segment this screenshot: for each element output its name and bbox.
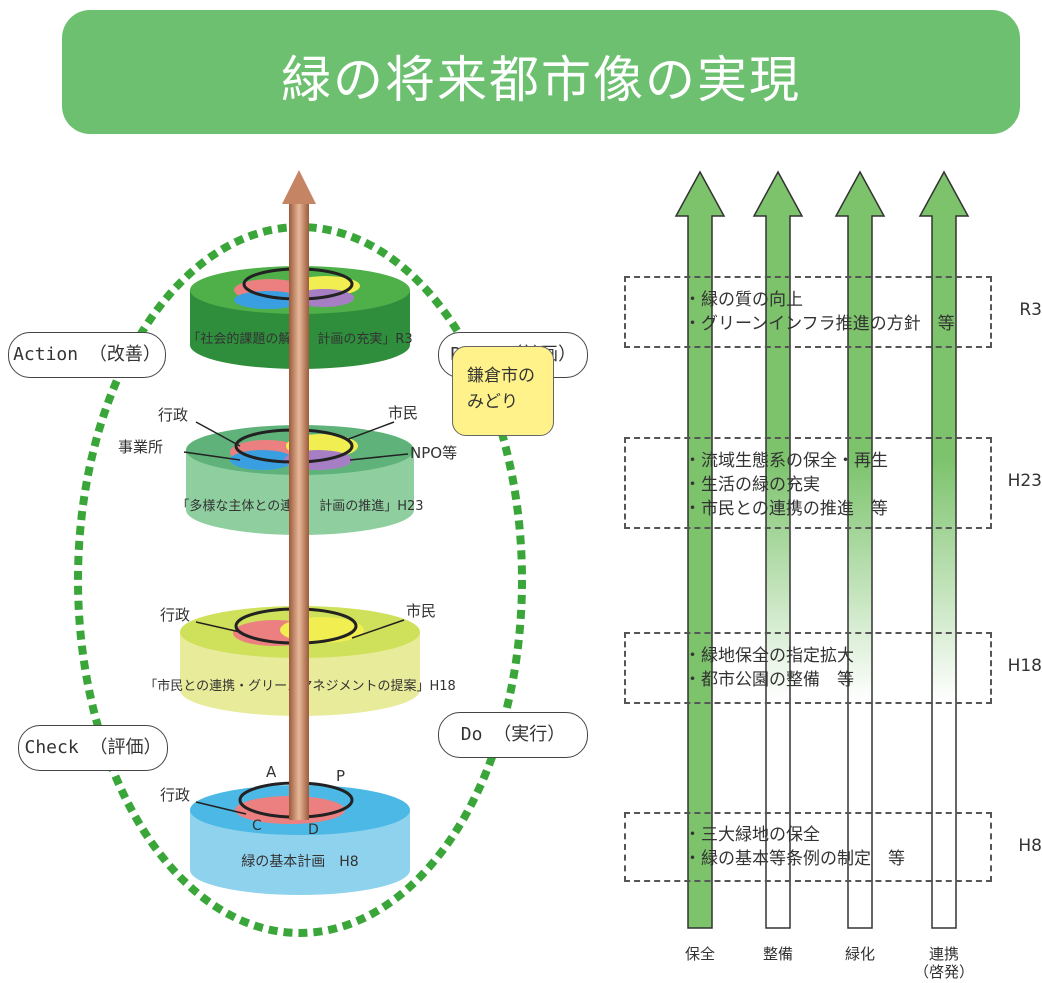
policy-box-r3: ・緑の質の向上 ・グリーンインフラ推進の方針 等 R3 (624, 276, 1042, 348)
policy-box-h8: ・三大緑地の保全 ・緑の基本等条例の制定 等 H8 (624, 812, 1042, 882)
kamakura-midori-callout: 鎌倉市の みどり (452, 346, 554, 436)
column-arrow-seibi (752, 170, 804, 929)
policy-item: ・グリーンインフラ推進の方針 等 (684, 314, 955, 334)
policy-list: ・三大緑地の保全 ・緑の基本等条例の制定 等 (684, 823, 905, 871)
policy-item: ・緑の質の向上 (684, 290, 803, 310)
policy-box-h18: ・緑地保全の指定拡大 ・都市公園の整備 等 H18 (624, 632, 1042, 704)
pdca-a: A (266, 763, 277, 781)
policy-item: ・生活の緑の充実 (684, 475, 820, 495)
pdca-d: D (308, 822, 319, 838)
policy-box-h23: ・流域生態系の保全・再生 ・生活の緑の充実 ・市民との連携の推進 等 H23 (624, 437, 1042, 529)
policy-year: H23 (1007, 471, 1042, 491)
leader-line (345, 421, 395, 441)
cycle-action-label: Action （改善） (8, 332, 166, 378)
column-label-renkei-sub: （啓発） (913, 963, 974, 981)
leader-line (349, 453, 409, 461)
column-label-renkei-main: 連携 (928, 945, 959, 963)
disc-h8-label: 緑の基本計画 H8 (241, 853, 358, 870)
leader-line (195, 421, 241, 447)
page-title: 緑の将来都市像の実現 (281, 51, 801, 109)
policy-list: ・緑の質の向上 ・グリーンインフラ推進の方針 等 (684, 288, 955, 336)
policy-item: ・緑地保全の指定拡大 (684, 646, 854, 666)
column-label-ryokuka: 緑化 (844, 945, 875, 963)
actor-gyosei-label: 行政 (160, 606, 190, 624)
column-arrow-ryokuka (834, 170, 886, 929)
actor-gyosei-label: 行政 (158, 406, 188, 424)
pdca-p: P (336, 767, 345, 785)
policy-item: ・緑の基本等条例の制定 等 (684, 849, 905, 869)
growth-arrow-head (282, 170, 316, 204)
growth-columns (674, 170, 970, 929)
policy-item: ・都市公園の整備 等 (684, 670, 854, 690)
actor-area (234, 291, 302, 309)
policy-year: H18 (1007, 656, 1042, 676)
policy-list: ・流域生態系の保全・再生 ・生活の緑の充実 ・市民との連携の推進 等 (684, 449, 888, 521)
column-label-hozen: 保全 (684, 945, 715, 963)
actor-shimin-label: 市民 (388, 404, 418, 422)
column-arrow-renkei (918, 170, 970, 929)
pdca-c: C (252, 818, 262, 834)
policy-year: H8 (1018, 836, 1042, 856)
disc-h23: 「多様な主体との連携 計画の推進」H23 行政 事業所 市民 NPO等 (118, 404, 457, 535)
policy-item: ・流域生態系の保全・再生 (684, 451, 888, 471)
title-banner: 緑の将来都市像の実現 (62, 10, 1020, 134)
policy-item: ・三大緑地の保全 (684, 825, 820, 845)
disc-h8: 緑の基本計画 H8 A P C D 行政 (160, 763, 410, 895)
cycle-do-label: Do （実行） (438, 712, 588, 758)
callout-line1: 鎌倉市の (467, 366, 535, 386)
actor-gyosei-label: 行政 (160, 786, 190, 804)
policy-year: R3 (1019, 300, 1042, 320)
actor-npo-label: NPO等 (410, 444, 457, 462)
callout-line2: みどり (467, 392, 518, 412)
column-label-renkei: 連携 （啓発） (904, 945, 984, 981)
leader-line (195, 621, 241, 633)
policy-list: ・緑地保全の指定拡大 ・都市公園の整備 等 (684, 644, 854, 692)
cycle-check-label: Check （評価） (18, 725, 168, 771)
actor-shimin-label: 市民 (406, 602, 436, 620)
policy-item: ・市民との連携の推進 等 (684, 499, 888, 519)
leader-line (351, 619, 405, 639)
actor-jigyosho-label: 事業所 (118, 438, 163, 456)
leader-line (183, 451, 241, 461)
column-label-seibi: 整備 (762, 945, 793, 963)
leader-line (195, 801, 247, 815)
growth-pole (289, 200, 309, 820)
column-arrow-hozen (674, 170, 726, 929)
